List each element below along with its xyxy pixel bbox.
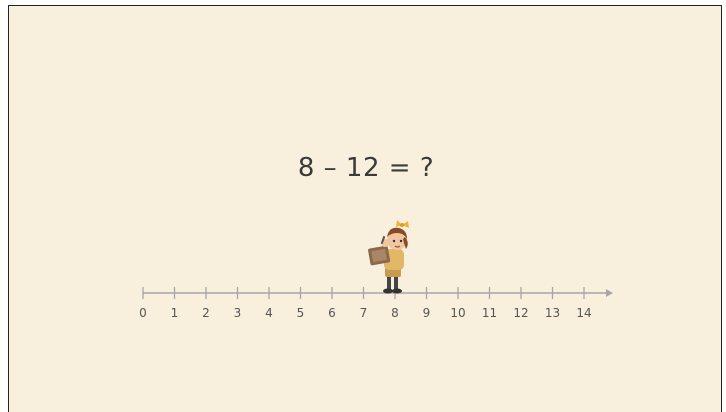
tick-label: 0 <box>139 306 147 320</box>
tick-label: 8 <box>391 306 399 320</box>
tick-label: 11 <box>482 306 497 320</box>
tick-label: 2 <box>202 306 210 320</box>
explorer-girl-icon <box>368 220 409 294</box>
tick-label: 12 <box>513 306 528 320</box>
tick-label: 5 <box>297 306 305 320</box>
tick-label: 6 <box>328 306 336 320</box>
equation-text: 8 – 12 = ? <box>297 153 435 183</box>
tick-label: 7 <box>360 306 368 320</box>
tick-label: 1 <box>171 306 179 320</box>
tick-label: 9 <box>423 306 431 320</box>
tick-label: 10 <box>450 306 465 320</box>
tick-label: 4 <box>265 306 273 320</box>
tick-label: 14 <box>576 306 591 320</box>
arrow-right-icon <box>606 289 613 297</box>
tick-label: 3 <box>234 306 242 320</box>
tick-label: 13 <box>545 306 560 320</box>
